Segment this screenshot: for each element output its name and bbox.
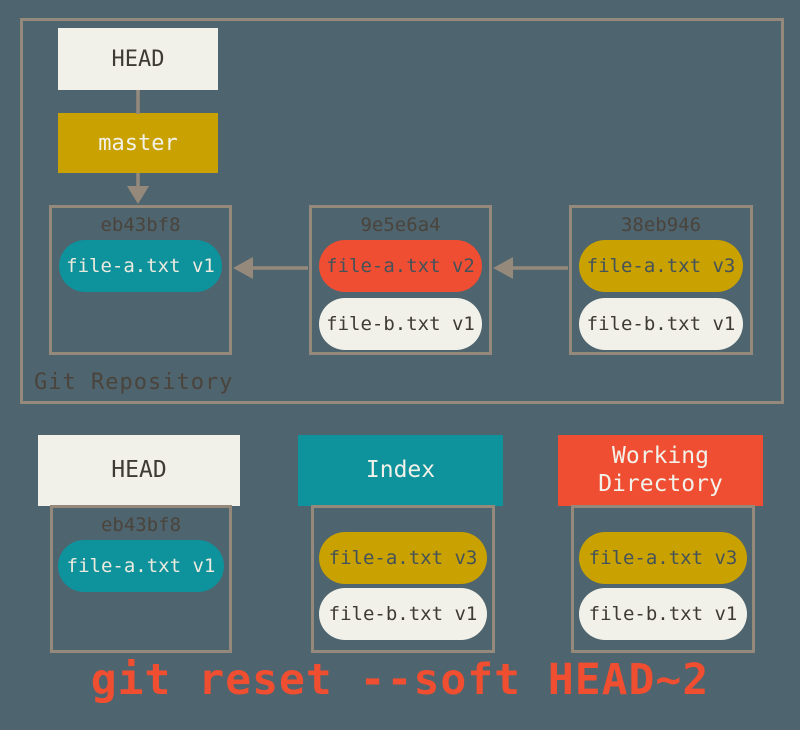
commit-box-2: 9e5e6a4 file-a.txt v2 file-b.txt v1: [309, 205, 492, 355]
head-pointer: HEAD: [58, 28, 218, 90]
index-area-box: file-a.txt v3 file-b.txt v1: [311, 505, 495, 653]
git-repository-box: [20, 18, 784, 404]
file-blob: file-b.txt v1: [579, 588, 747, 640]
file-blob: file-a.txt v1: [59, 240, 222, 292]
head-area-header: HEAD: [38, 435, 240, 506]
working-directory-area-box: file-a.txt v3 file-b.txt v1: [571, 505, 755, 653]
commit-hash: eb43bf8: [100, 514, 182, 536]
head-area-box: eb43bf8 file-a.txt v1: [50, 505, 232, 653]
commit-hash: eb43bf8: [100, 214, 181, 236]
file-blob: file-a.txt v3: [579, 240, 743, 292]
commit-hash: 9e5e6a4: [360, 214, 441, 236]
file-blob: file-b.txt v1: [319, 298, 482, 350]
commit-box-1: eb43bf8 file-a.txt v1: [49, 205, 232, 355]
file-blob: file-a.txt v2: [319, 240, 482, 292]
command-caption: git reset --soft HEAD~2: [90, 655, 710, 705]
working-directory-area-header: Working Directory: [558, 435, 763, 506]
commit-box-3: 38eb946 file-a.txt v3 file-b.txt v1: [569, 205, 753, 355]
file-blob: file-a.txt v1: [58, 540, 224, 592]
index-area-header: Index: [298, 435, 503, 506]
file-blob: file-a.txt v3: [579, 532, 747, 584]
file-blob: file-b.txt v1: [579, 298, 743, 350]
file-blob: file-b.txt v1: [319, 588, 487, 640]
commit-hash: 38eb946: [620, 214, 702, 236]
master-branch: master: [58, 113, 218, 173]
file-blob: file-a.txt v3: [319, 532, 487, 584]
git-repository-label: Git Repository: [34, 370, 234, 395]
